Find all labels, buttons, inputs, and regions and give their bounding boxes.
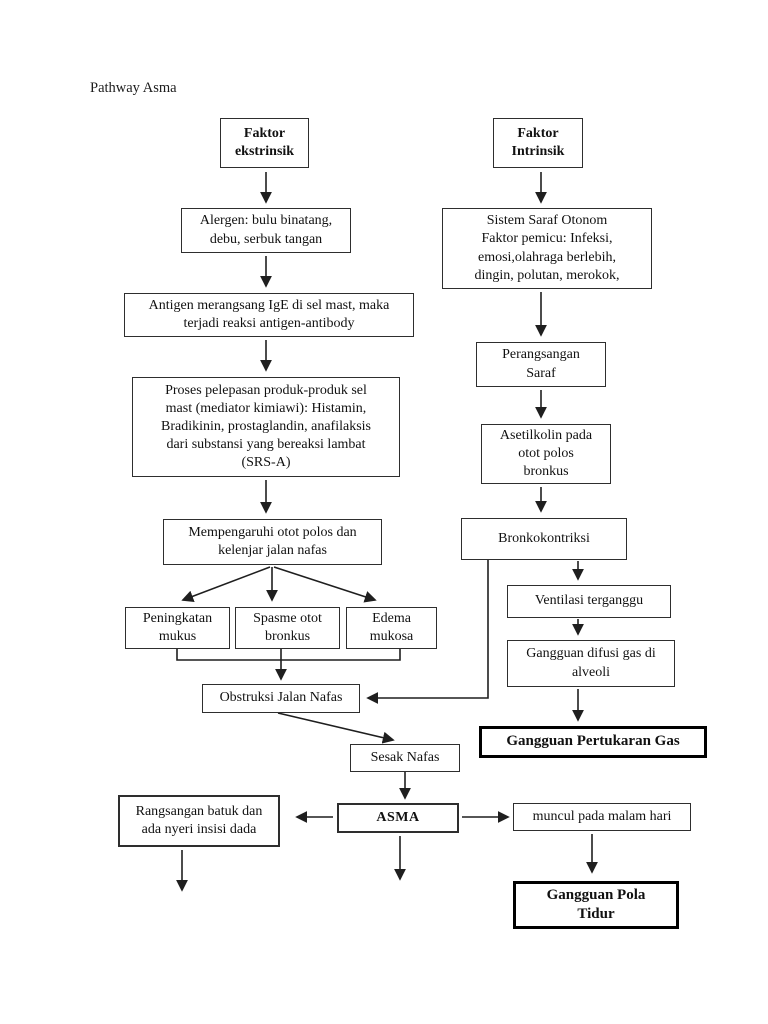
node-rangsangan-batuk: Rangsangan batuk dan ada nyeri insisi da… [118, 795, 280, 847]
node-gangguan-difusi: Gangguan difusi gas di alveoli [507, 640, 675, 687]
node-asma: ASMA [337, 803, 459, 833]
node-bronkokontriksi: Bronkokontriksi [461, 518, 627, 560]
node-proses-pelepasan: Proses pelepasan produk-produk sel mast … [132, 377, 400, 477]
node-edema-mukosa: Edema mukosa [346, 607, 437, 649]
node-faktor-intrinsik: Faktor Intrinsik [493, 118, 583, 168]
node-alergen: Alergen: bulu binatang, debu, serbuk tan… [181, 208, 351, 253]
node-gangguan-pola-tidur: Gangguan Pola Tidur [513, 881, 679, 929]
node-faktor-ekstrinsik: Faktor ekstrinsik [220, 118, 309, 168]
node-ventilasi-terganggu: Ventilasi terganggu [507, 585, 671, 618]
line-bronkokontriksi-to-obstruksi [366, 560, 489, 704]
arrow-obstruksi-to-sesak [277, 712, 395, 744]
node-obstruksi-jalan-nafas: Obstruksi Jalan Nafas [202, 684, 360, 713]
node-spasme-otot-bronkus: Spasme otot bronkus [235, 607, 340, 649]
node-peningkatan-mukus: Peningkatan mukus [125, 607, 230, 649]
node-sistem-saraf-otonom: Sistem Saraf Otonom Faktor pemicu: Infek… [442, 208, 652, 289]
node-antigen-ige: Antigen merangsang IgE di sel mast, maka… [124, 293, 414, 337]
node-sesak-nafas: Sesak Nafas [350, 744, 460, 772]
node-perangsangan-saraf: Perangsangan Saraf [476, 342, 606, 387]
node-mempengaruhi-otot: Mempengaruhi otot polos dan kelenjar jal… [163, 519, 382, 565]
page-title: Pathway Asma [90, 80, 177, 96]
node-gangguan-pertukaran-gas: Gangguan Pertukaran Gas [479, 726, 707, 758]
node-muncul-malam-hari: muncul pada malam hari [513, 803, 691, 831]
arrow-mempengaruhi-to-peningkatan [181, 566, 271, 602]
bracket-merge-lines [176, 649, 401, 661]
arrow-mempengaruhi-to-edema [273, 566, 377, 603]
node-asetilkolin: Asetilkolin pada otot polos bronkus [481, 424, 611, 484]
